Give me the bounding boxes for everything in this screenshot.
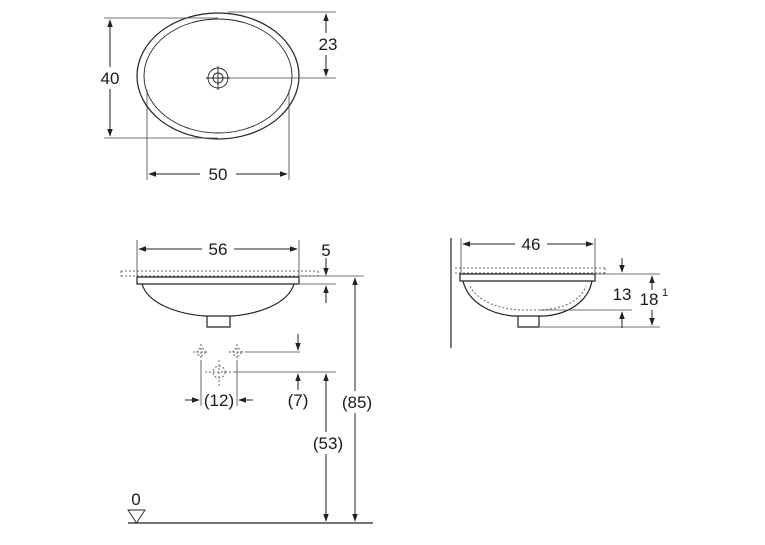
side-basin-inner <box>469 285 587 311</box>
basin-outer-outline <box>136 12 300 140</box>
top-height-label: 40 <box>101 69 120 88</box>
side-bowl-depth-label: 13 <box>613 285 632 304</box>
side-overall-depth-superscript: 1 <box>662 287 668 299</box>
top-drain-offset-label: 23 <box>319 35 338 54</box>
side-basin-bowl <box>462 280 593 317</box>
waste-fitting-upper-left <box>193 344 209 360</box>
side-waste-outlet <box>517 316 540 328</box>
front-width-label: 56 <box>209 240 228 259</box>
front-basin-bowl <box>141 283 295 317</box>
side-basin-rim <box>459 273 596 282</box>
top-view: 40 23 50 <box>95 11 340 185</box>
waste-fitting-upper-right <box>229 344 245 360</box>
front-outlet-height-label: (53) <box>313 434 343 453</box>
front-basin-rim <box>136 276 300 285</box>
front-rim-height-label: 5 <box>321 241 330 260</box>
top-width-label: 50 <box>209 165 228 184</box>
basin-inner-outline <box>143 18 293 134</box>
side-depth-label: 46 <box>522 235 541 254</box>
floor-datum-label: 0 <box>131 490 140 509</box>
front-total-height-label: (85) <box>342 393 372 412</box>
front-waste-spacing-label: (12) <box>204 391 234 410</box>
front-waste-outlet <box>206 316 231 328</box>
front-view: 56 5 (85) ( <box>120 239 375 524</box>
floor-datum-triangle <box>127 509 146 524</box>
front-waste-height-label: (7) <box>288 391 309 410</box>
side-overall-depth-label: 18 <box>640 290 659 309</box>
side-view: 46 13 18 1 <box>450 234 668 348</box>
waste-fitting-lower <box>205 360 233 386</box>
